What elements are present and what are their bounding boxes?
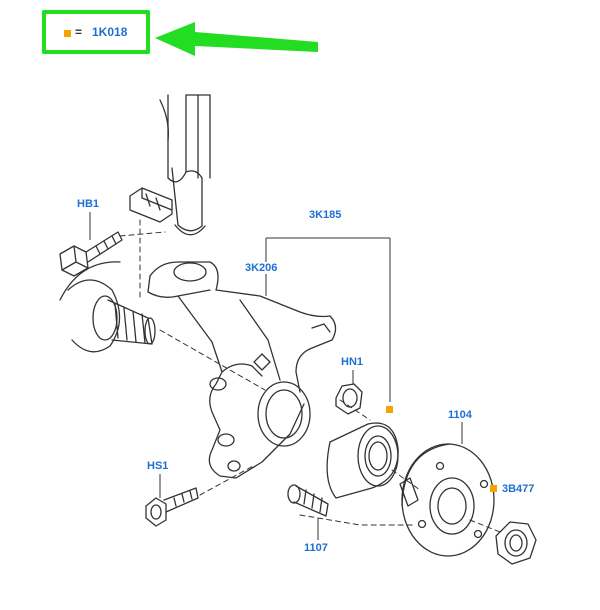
hub-nut-3b477 bbox=[495, 521, 537, 565]
label-hs1[interactable]: HS1 bbox=[147, 460, 169, 472]
drive-shaft bbox=[59, 261, 156, 353]
strut-tube bbox=[159, 94, 211, 236]
legend-equals: = bbox=[75, 25, 83, 39]
bolt-hs1 bbox=[145, 487, 199, 527]
label-3b477[interactable]: 3B477 bbox=[502, 483, 535, 495]
wheel-stud-1107 bbox=[287, 484, 329, 517]
label-hn1[interactable]: HN1 bbox=[341, 356, 364, 368]
pointer-arrow bbox=[155, 22, 318, 56]
label-3k206[interactable]: 3K206 bbox=[245, 262, 278, 274]
label-3k185[interactable]: 3K185 bbox=[309, 209, 342, 221]
legend-box: = 1K018 bbox=[42, 10, 150, 54]
bolt-hb1 bbox=[59, 231, 123, 277]
label-hb1[interactable]: HB1 bbox=[77, 198, 100, 210]
label-1104[interactable]: 1104 bbox=[448, 409, 472, 421]
marker-square-bearing bbox=[386, 406, 393, 413]
clamp-bracket bbox=[129, 187, 173, 223]
marker-square-hub-nut bbox=[490, 485, 497, 492]
label-1107[interactable]: 1107 bbox=[304, 542, 328, 554]
nut-hn1 bbox=[335, 383, 363, 415]
steering-knuckle bbox=[147, 261, 337, 479]
legend-marker-square bbox=[64, 30, 71, 37]
legend-code[interactable]: 1K018 bbox=[92, 25, 128, 39]
wheel-hub bbox=[399, 443, 495, 557]
wheel-bearing bbox=[326, 422, 399, 499]
leader-lines bbox=[89, 212, 497, 540]
guide-lines bbox=[119, 219, 501, 533]
